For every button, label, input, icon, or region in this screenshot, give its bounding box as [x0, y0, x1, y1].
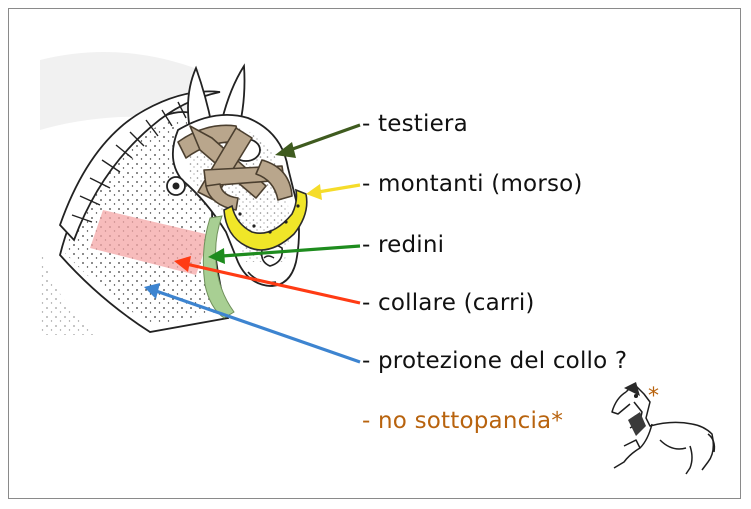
label-redini: - redini	[362, 234, 444, 257]
label-protezione: - protezione del collo ?	[362, 350, 627, 373]
asterisk-mark: *	[648, 386, 659, 408]
arrow-montanti	[318, 185, 360, 192]
label-collare: - collare (carri)	[362, 292, 535, 315]
label-montanti: - montanti (morso)	[362, 173, 583, 196]
arrow-testiera	[287, 125, 360, 151]
arrow-protezione	[156, 291, 360, 362]
label-testiera: - testiera	[362, 113, 468, 136]
label-sottopancia: - no sottopancia*	[362, 410, 563, 433]
small-horse-sketch	[612, 384, 714, 474]
